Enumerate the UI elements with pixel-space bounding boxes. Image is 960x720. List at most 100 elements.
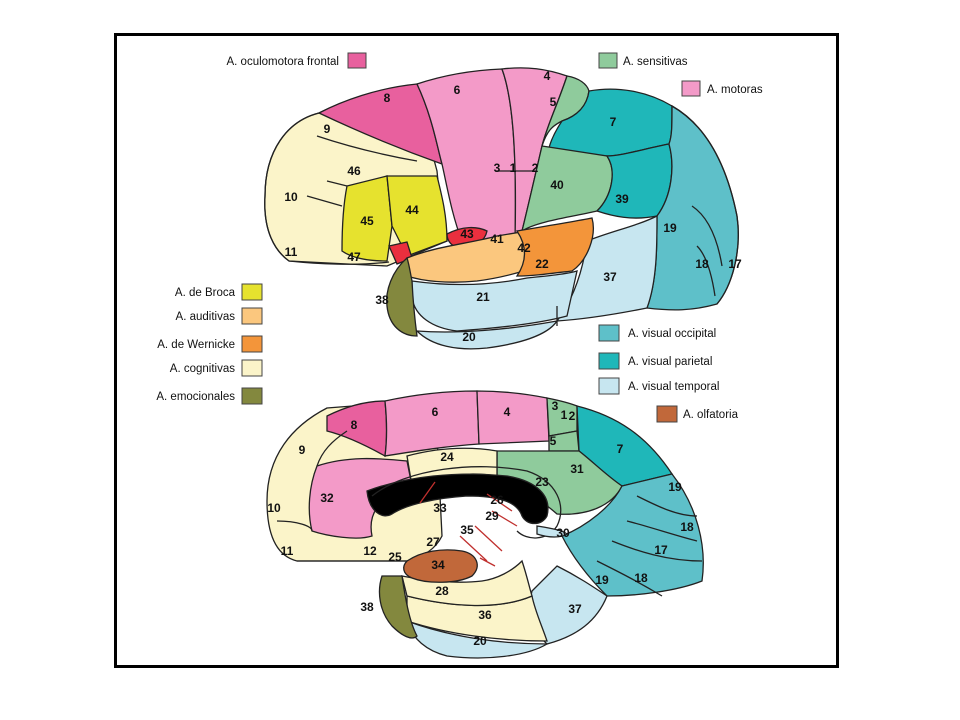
medial-label-area-25: 25 [388,550,402,564]
medial-label-area-10: 10 [267,501,281,515]
lateral-outline [264,105,739,305]
medial-sulci-frontal [276,430,407,562]
medial-label-area-4: 4 [504,405,511,419]
legend-swatch-visual-temporal [598,377,620,395]
lateral-label-area-5: 5 [550,95,557,109]
medial-label-area-29: 29 [485,509,499,523]
lateral-label-area-46: 46 [347,164,361,178]
medial-occipital-band [561,473,704,597]
medial-area-6 [384,390,480,457]
medial-label-area-9: 9 [299,443,306,457]
legend-label-visual-parietal: A. visual parietal [628,356,712,368]
lateral-label-area-19: 19 [663,221,677,235]
legend-label-visual-temporal: A. visual temporal [628,381,719,393]
medial-label-area-35: 35 [460,523,474,537]
legend-label-wernicke: A. de Wernicke [157,339,235,351]
medial-label-area-17: 17 [654,543,668,557]
legend-label-emocionales: A. emocionales [156,391,235,403]
lateral-label-area-40: 40 [550,178,564,192]
lateral-label-area-18: 18 [695,257,709,271]
medial-limbic-ring [371,466,562,539]
medial-label-area-38: 38 [360,600,374,614]
medial-area-32 [308,457,413,539]
medial-label-area-33: 33 [433,501,447,515]
lateral-label-area-17: 17 [728,257,742,271]
medial-label-area-7: 7 [617,442,624,456]
medial-area-38 [378,575,418,639]
medial-label-area-20: 20 [473,634,487,648]
medial-area-312 [546,397,578,437]
medial-label-area-5: 5 [550,434,557,448]
legend-swatch-olfatoria [656,405,678,423]
medial-label-area-28: 28 [435,584,449,598]
lateral-sulcus-c [306,135,418,207]
medial-label-area-36: 36 [478,608,492,622]
legend-label-visual-occipital: A. visual occipital [628,328,716,340]
medial-label-area-19a: 19 [668,480,682,494]
medial-area-4 [476,390,550,445]
lateral-brain-view [264,67,739,350]
lateral-label-area-20: 20 [462,330,476,344]
lateral-area-38 [386,256,418,337]
lateral-label-area-47: 47 [347,250,361,264]
medial-pointer-lines [419,481,518,567]
lateral-label-area-3: 3 [494,161,501,175]
lateral-label-area-22: 22 [535,257,549,271]
medial-label-area-34: 34 [431,558,445,572]
medial-brain-view [266,390,704,659]
lateral-label-area-6: 6 [454,83,461,97]
medial-label-area-27: 27 [426,535,440,549]
lateral-label-area-2: 2 [532,161,539,175]
lateral-label-area-41: 41 [490,232,504,246]
medial-label-area-2: 2 [569,409,576,423]
medial-label-area-6: 6 [432,405,439,419]
medial-label-area-37: 37 [568,602,582,616]
lateral-label-area-37: 37 [603,270,617,284]
medial-area-28 [401,559,533,607]
medial-label-area-32: 32 [320,491,334,505]
medial-label-area-31: 31 [570,462,584,476]
medial-label-area-11: 11 [281,544,294,558]
lateral-label-area-43: 43 [460,227,474,241]
lateral-label-area-39: 39 [615,192,629,206]
lateral-area-45 [341,175,393,262]
lateral-label-area-4: 4 [544,69,551,83]
lateral-label-area-11: 11 [285,245,298,259]
lateral-area-20 [415,320,559,350]
legend-swatch-auditivas [241,307,263,325]
legend-swatch-broca [241,283,263,301]
medial-corpus-callosum [366,473,549,525]
lateral-label-area-42: 42 [517,241,531,255]
legend-swatch-visual-occipital [598,324,620,342]
medial-label-area-12: 12 [363,544,377,558]
legend-swatch-emocionales [241,387,263,405]
legend-swatch-cognitivas [241,359,263,377]
medial-area-34 [403,549,478,583]
medial-label-area-1: 1 [561,408,568,422]
lateral-label-area-45: 45 [360,214,374,228]
medial-sulci-occipital [596,495,703,597]
medial-label-area-23: 23 [535,475,549,489]
lateral-label-area-7: 7 [610,115,617,129]
legend-label-cognitivas: A. cognitivas [170,363,235,375]
lateral-area-21 [411,270,578,332]
lateral-label-area-9: 9 [324,122,331,136]
legend-label-sensitivas: A. sensitivas [623,56,688,68]
legend: A. oculomotora frontal A. sensitivas A. … [156,52,763,423]
legend-label-auditivas: A. auditivas [176,311,236,323]
lateral-area-44 [386,175,448,257]
legend-label-motoras: A. motoras [707,84,763,96]
lateral-label-area-8: 8 [384,91,391,105]
lateral-area-22 [515,217,594,277]
legend-label-oculomotora: A. oculomotora frontal [226,56,339,68]
medial-label-area-8: 8 [351,418,358,432]
legend-swatch-motoras [681,80,701,97]
lateral-label-area-1: 1 [510,161,517,175]
lateral-label-area-10: 10 [284,190,298,204]
legend-swatch-wernicke [241,335,263,353]
legend-swatch-sensitivas [598,52,618,69]
